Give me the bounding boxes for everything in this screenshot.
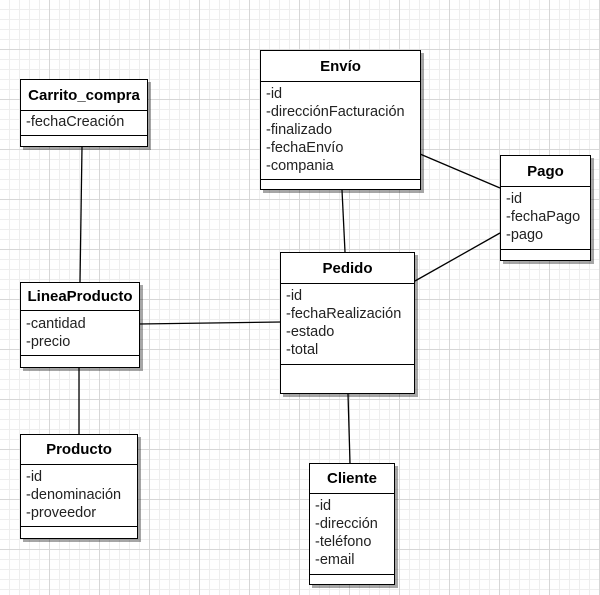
association-envio-pago	[419, 153, 501, 189]
class-pedido[interactable]: Pedido -id -fechaRealización -estado -to…	[280, 252, 415, 394]
attribute: -denominación	[26, 487, 122, 503]
attribute: -estado	[286, 324, 335, 340]
attribute: -cantidad	[26, 316, 86, 332]
class-name: Producto	[21, 435, 137, 465]
attribute: -dirección	[315, 516, 378, 532]
attribute-list: -id -denominación -proveedor	[21, 465, 137, 527]
attribute-list: -id -fechaRealización -estado -total	[281, 284, 414, 365]
attribute: -proveedor	[26, 505, 97, 521]
attribute: -teléfono	[315, 534, 372, 550]
attribute-list: -id -direcciónFacturación -finalizado -f…	[261, 82, 420, 180]
attribute: -fechaCreación	[26, 114, 125, 130]
attribute: -fechaRealización	[286, 306, 402, 322]
attribute: -id	[315, 498, 332, 514]
attribute: -id	[266, 86, 283, 102]
association-carrito-lineaproducto	[79, 146, 83, 283]
attribute: -precio	[26, 334, 71, 350]
class-pago[interactable]: Pago -id -fechaPago -pago	[500, 155, 591, 261]
attribute: -id	[286, 288, 303, 304]
class-name: Envío	[261, 51, 420, 82]
attribute: -id	[506, 191, 523, 207]
attribute: -email	[315, 552, 355, 568]
attribute: -total	[286, 342, 319, 358]
class-producto[interactable]: Producto -id -denominación -proveedor	[20, 434, 138, 539]
attribute: -fechaEnvío	[266, 140, 344, 156]
attribute: -pago	[506, 227, 544, 243]
attribute-list: -id -dirección -teléfono -email	[310, 494, 394, 575]
association-pedido-cliente	[347, 393, 351, 464]
attribute-list: -fechaCreación	[21, 111, 147, 136]
attribute: -id	[26, 469, 43, 485]
association-lineaproducto-pedido	[138, 321, 282, 325]
class-name: Carrito_compra	[21, 80, 147, 111]
class-envio[interactable]: Envío -id -direcciónFacturación -finaliz…	[260, 50, 421, 190]
class-carrito-compra[interactable]: Carrito_compra -fechaCreación	[20, 79, 148, 147]
class-name: Cliente	[310, 464, 394, 494]
attribute-list: -cantidad -precio	[21, 311, 139, 356]
class-name: Pago	[501, 156, 590, 187]
class-name: Pedido	[281, 253, 414, 284]
attribute: -direcciónFacturación	[266, 104, 405, 120]
class-cliente[interactable]: Cliente -id -dirección -teléfono -email	[309, 463, 395, 585]
association-pedido-pago	[414, 232, 501, 282]
class-name: LineaProducto	[21, 283, 139, 311]
attribute: -finalizado	[266, 122, 333, 138]
association-envio-pedido	[341, 189, 346, 253]
attribute-list: -id -fechaPago -pago	[501, 187, 590, 250]
attribute: -fechaPago	[506, 209, 581, 225]
attribute: -compania	[266, 158, 334, 174]
class-lineaproducto[interactable]: LineaProducto -cantidad -precio	[20, 282, 140, 368]
